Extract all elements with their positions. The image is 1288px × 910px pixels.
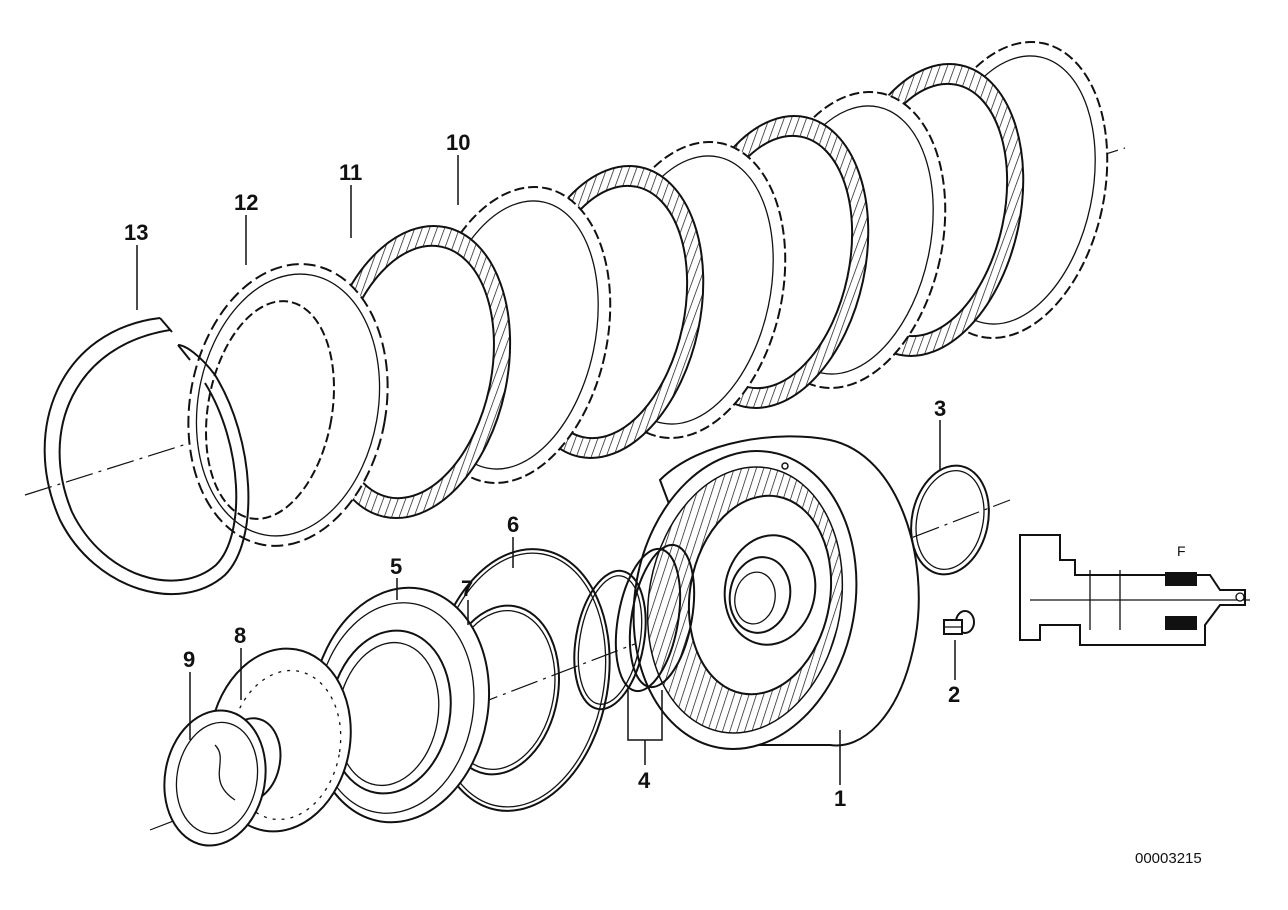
part-1-clutch-housing [632,435,920,750]
inset-highlight-lower [1165,616,1197,630]
part-13-snap-ring [43,317,250,596]
part-9-retaining-ring [163,709,267,847]
part-5-piston [309,586,491,824]
label-part-4: 4 [638,768,651,793]
part-12-end-plate [187,263,389,547]
label-part-9: 9 [183,647,195,672]
label-part-5: 5 [390,554,402,579]
label-part-13: 13 [124,220,148,245]
inset-label-f: F [1177,543,1186,559]
inset-highlight-upper [1165,572,1197,586]
label-part-2: 2 [948,682,960,707]
label-part-1: 1 [834,786,846,811]
part-4-sealing-rings [573,543,696,711]
leader-lines [136,155,956,785]
part-labels: 1 2 3 4 5 6 7 8 9 10 11 12 13 [124,130,960,811]
label-part-11: 11 [339,160,362,185]
label-part-7: 7 [461,576,473,601]
label-part-10: 10 [446,130,470,155]
label-part-6: 6 [507,512,519,537]
diagram-reference-number: 00003215 [1135,850,1202,867]
label-part-3: 3 [934,396,946,421]
transmission-section-inset: F [1019,534,1250,646]
label-part-12: 12 [234,190,258,215]
label-part-8: 8 [234,623,246,648]
part-2-plug-bolt [943,610,975,635]
part-3-o-ring [910,464,990,576]
